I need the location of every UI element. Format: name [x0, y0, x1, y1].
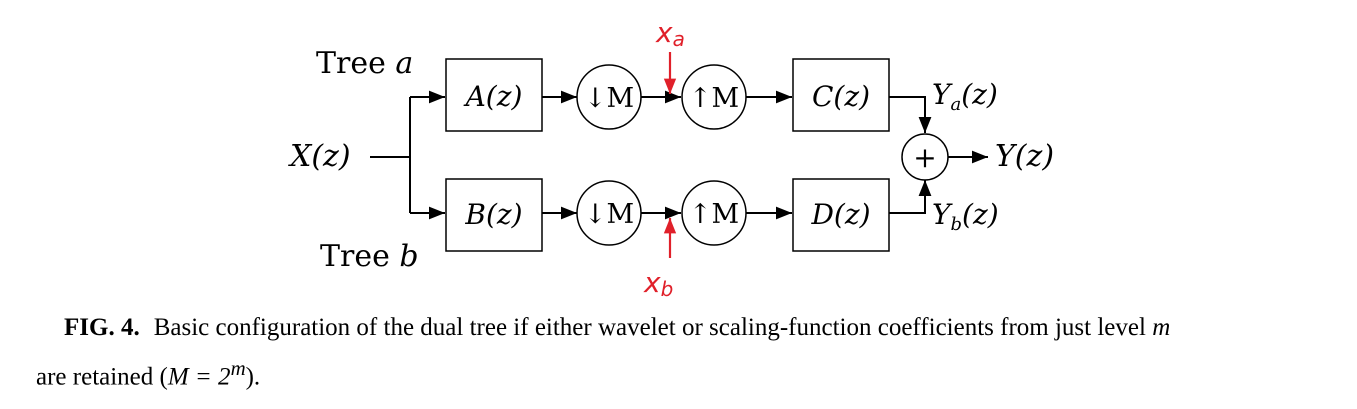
filter-b-label: B(z) — [464, 198, 522, 231]
downsample-a-label: ↓M — [584, 83, 634, 114]
upsample-a-label: ↑M — [689, 83, 739, 114]
downsample-b-label: ↓M — [584, 199, 634, 230]
caption-expr-sup: m — [230, 356, 246, 380]
figure-caption: FIG. 4. Basic configuration of the dual t… — [36, 308, 1326, 397]
caption-label: FIG. 4. — [64, 314, 140, 341]
upsample-b-label: ↑M — [689, 199, 739, 230]
xb-annotation-label: xb — [643, 266, 673, 300]
input-label: X(z) — [288, 139, 351, 174]
filter-c-block — [792, 58, 890, 132]
filter-d-block — [792, 178, 890, 252]
output-label: Y(z) — [995, 139, 1054, 174]
caption-line2-start: are retained ( — [36, 363, 168, 391]
filter-c-label: C(z) — [812, 80, 870, 113]
dual-tree-diagram: Tree a Tree b X(z) A(z) ↓M ↑M C(z) Ya(z)… — [288, 16, 1054, 300]
ya-label: Ya(z) — [932, 78, 998, 115]
caption-expr: M = 2 — [167, 363, 231, 391]
caption-line2-end: ). — [245, 363, 261, 391]
yb-label: Yb(z) — [932, 198, 999, 235]
filter-a-label: A(z) — [463, 80, 523, 113]
caption-level-var: m — [1152, 314, 1171, 341]
caption-text: Basic configuration of the dual tree if … — [153, 314, 1146, 341]
xa-annotation-label: xa — [655, 16, 685, 51]
filter-b-block — [445, 178, 543, 252]
tree-a-label: Tree a — [316, 46, 413, 81]
sum-symbol: + — [913, 141, 936, 174]
filter-a-block — [445, 58, 543, 132]
input-branch-lines — [370, 90, 445, 220]
tree-b-label: Tree b — [320, 239, 419, 274]
d-to-sum-line — [889, 180, 932, 214]
filter-d-label: D(z) — [810, 198, 870, 231]
c-to-sum-line — [889, 96, 932, 133]
